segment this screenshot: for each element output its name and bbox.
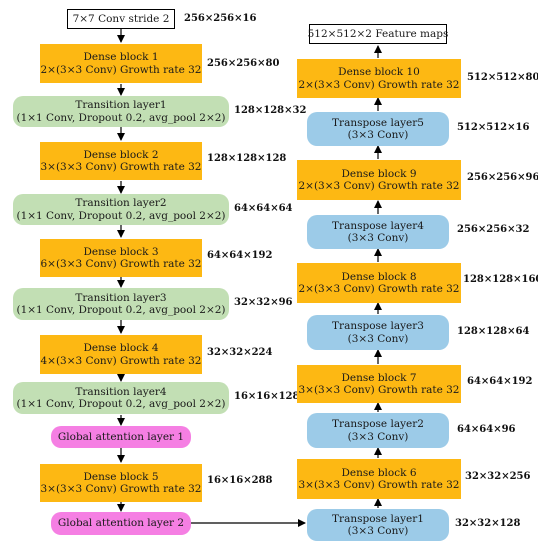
dense-block-8-detail: 2×(3×3 Conv) Growth rate 32 xyxy=(298,283,460,295)
dense-block-7-title: Dense block 7 xyxy=(341,371,417,384)
global-attention-layer-1: Global attention layer 1 xyxy=(51,426,191,448)
transpose-layer-4-title: Transpose layer4 xyxy=(332,219,424,232)
dense-block-1-detail: 2×(3×3 Conv) Growth rate 32 xyxy=(40,63,202,76)
transition-layer-3-detail: (1×1 Conv, Dropout 0.2, avg_pool 2×2) xyxy=(16,304,226,316)
transition-layer-1-detail: (1×1 Conv, Dropout 0.2, avg_pool 2×2) xyxy=(16,111,226,124)
dense-block-8-title: Dense block 8 xyxy=(341,270,417,283)
dense-block-4-detail: 4×(3×3 Conv) Growth rate 32 xyxy=(40,354,202,367)
dense-block-8-size: 128×128×160 xyxy=(463,274,538,285)
transition-layer-4-title: Transition layer4 xyxy=(75,385,167,398)
dense-block-10: Dense block 10 2×(3×3 Conv) Growth rate … xyxy=(297,59,461,98)
dense-block-9: Dense block 9 2×(3×3 Conv) Growth rate 3… xyxy=(297,160,461,200)
transpose-layer-2-size: 64×64×96 xyxy=(457,424,516,435)
dense-block-4: Dense block 4 4×(3×3 Conv) Growth rate 3… xyxy=(40,335,202,374)
dense-block-6: Dense block 6 3×(3×3 Conv) Growth rate 3… xyxy=(297,459,461,499)
transition-layer-1: Transition layer1 (1×1 Conv, Dropout 0.2… xyxy=(13,96,229,127)
dense-block-10-size: 512×512×80 xyxy=(467,72,538,83)
transpose-layer-3-detail: (3×3 Conv) xyxy=(347,332,409,345)
transition-layer-2-detail: (1×1 Conv, Dropout 0.2, avg_pool 2×2) xyxy=(16,209,226,222)
dense-block-7-size: 64×64×192 xyxy=(467,376,533,387)
dense-block-2-detail: 3×(3×3 Conv) Growth rate 32 xyxy=(40,161,202,173)
dense-block-6-detail: 3×(3×3 Conv) Growth rate 32 xyxy=(298,479,460,491)
transpose-layer-1-size: 32×32×128 xyxy=(455,518,521,529)
transpose-layer-3-title: Transpose layer3 xyxy=(332,320,424,333)
global-attention-layer-2-title: Global attention layer 2 xyxy=(57,517,185,530)
dense-block-4-size: 32×32×224 xyxy=(207,347,273,358)
dense-block-5-detail: 3×(3×3 Conv) Growth rate 32 xyxy=(40,483,202,495)
dense-block-9-detail: 2×(3×3 Conv) Growth rate 32 xyxy=(298,180,460,192)
transition-layer-3: Transition layer3 (1×1 Conv, Dropout 0.2… xyxy=(13,288,229,320)
transpose-layer-3-size: 128×128×64 xyxy=(457,326,530,337)
dense-block-1-title: Dense block 1 xyxy=(83,51,159,64)
dense-block-5-size: 16×16×288 xyxy=(207,475,273,486)
transpose-layer-2-title: Transpose layer2 xyxy=(332,418,424,431)
dense-block-2-size: 128×128×128 xyxy=(207,153,287,164)
dense-block-6-size: 32×32×256 xyxy=(465,471,531,482)
input-conv-size: 256×256×16 xyxy=(184,13,257,24)
global-attention-layer-2: Global attention layer 2 xyxy=(51,512,191,535)
dense-block-5: Dense block 5 3×(3×3 Conv) Growth rate 3… xyxy=(40,464,202,502)
dense-block-1: Dense block 1 2×(3×3 Conv) Growth rate 3… xyxy=(40,44,202,83)
transpose-layer-4-detail: (3×3 Conv) xyxy=(347,232,409,244)
transition-layer-3-title: Transition layer3 xyxy=(75,291,167,304)
dense-block-4-title: Dense block 4 xyxy=(83,342,159,355)
transpose-layer-2: Transpose layer2 (3×3 Conv) xyxy=(307,413,449,448)
transition-layer-1-title: Transition layer1 xyxy=(75,99,167,112)
input-conv-block: 7×7 Conv stride 2 xyxy=(67,9,175,29)
input-conv-label: 7×7 Conv stride 2 xyxy=(72,12,170,25)
dense-block-7-detail: 3×(3×3 Conv) Growth rate 32 xyxy=(298,384,460,396)
dense-block-2-title: Dense block 2 xyxy=(83,148,159,161)
dense-block-10-title: Dense block 10 xyxy=(338,66,420,79)
transition-layer-4: Transition layer4 (1×1 Conv, Dropout 0.2… xyxy=(13,382,229,414)
transpose-layer-5-title: Transpose layer5 xyxy=(332,116,424,129)
transition-layer-2-title: Transition layer2 xyxy=(75,197,167,210)
transition-layer-4-detail: (1×1 Conv, Dropout 0.2, avg_pool 2×2) xyxy=(16,398,226,410)
dense-block-2: Dense block 2 3×(3×3 Conv) Growth rate 3… xyxy=(40,142,202,180)
transpose-layer-5: Transpose layer5 (3×3 Conv) xyxy=(307,112,449,146)
transition-layer-3-size: 32×32×96 xyxy=(234,297,293,308)
global-attention-layer-1-title: Global attention layer 1 xyxy=(57,430,185,443)
transpose-layer-2-detail: (3×3 Conv) xyxy=(347,430,409,443)
transpose-layer-4-size: 256×256×32 xyxy=(457,224,530,235)
dense-block-7: Dense block 7 3×(3×3 Conv) Growth rate 3… xyxy=(297,365,461,403)
transpose-layer-5-detail: (3×3 Conv) xyxy=(347,129,409,141)
dense-block-3: Dense block 3 6×(3×3 Conv) Growth rate 3… xyxy=(40,239,202,277)
dense-block-6-title: Dense block 6 xyxy=(341,466,417,479)
output-feature-maps-block: 512×512×2 Feature maps xyxy=(307,24,449,44)
dense-block-1-size: 256×256×80 xyxy=(207,58,280,69)
dense-block-3-size: 64×64×192 xyxy=(207,250,273,261)
transpose-layer-3: Transpose layer3 (3×3 Conv) xyxy=(307,315,449,350)
dense-block-9-title: Dense block 9 xyxy=(341,167,417,180)
transition-layer-4-size: 16×16×128 xyxy=(234,391,300,402)
transition-layer-1-size: 128×128×32 xyxy=(234,105,307,116)
dense-block-10-detail: 2×(3×3 Conv) Growth rate 32 xyxy=(298,78,460,91)
transition-layer-2: Transition layer2 (1×1 Conv, Dropout 0.2… xyxy=(13,194,229,225)
output-feature-maps-label: 512×512×2 Feature maps xyxy=(307,27,449,40)
dense-block-3-detail: 6×(3×3 Conv) Growth rate 32 xyxy=(40,258,202,270)
transpose-layer-1-detail: (3×3 Conv) xyxy=(347,525,409,537)
transpose-layer-4: Transpose layer4 (3×3 Conv) xyxy=(307,215,449,249)
dense-block-8: Dense block 8 2×(3×3 Conv) Growth rate 3… xyxy=(297,263,461,303)
transition-layer-2-size: 64×64×64 xyxy=(234,203,293,214)
dense-block-3-title: Dense block 3 xyxy=(83,245,159,258)
transpose-layer-1: Transpose layer1 (3×3 Conv) xyxy=(307,509,449,541)
dense-block-5-title: Dense block 5 xyxy=(83,470,159,483)
transpose-layer-5-size: 512×512×16 xyxy=(457,122,530,133)
dense-block-9-size: 256×256×96 xyxy=(467,172,538,183)
transpose-layer-1-title: Transpose layer1 xyxy=(332,512,424,525)
